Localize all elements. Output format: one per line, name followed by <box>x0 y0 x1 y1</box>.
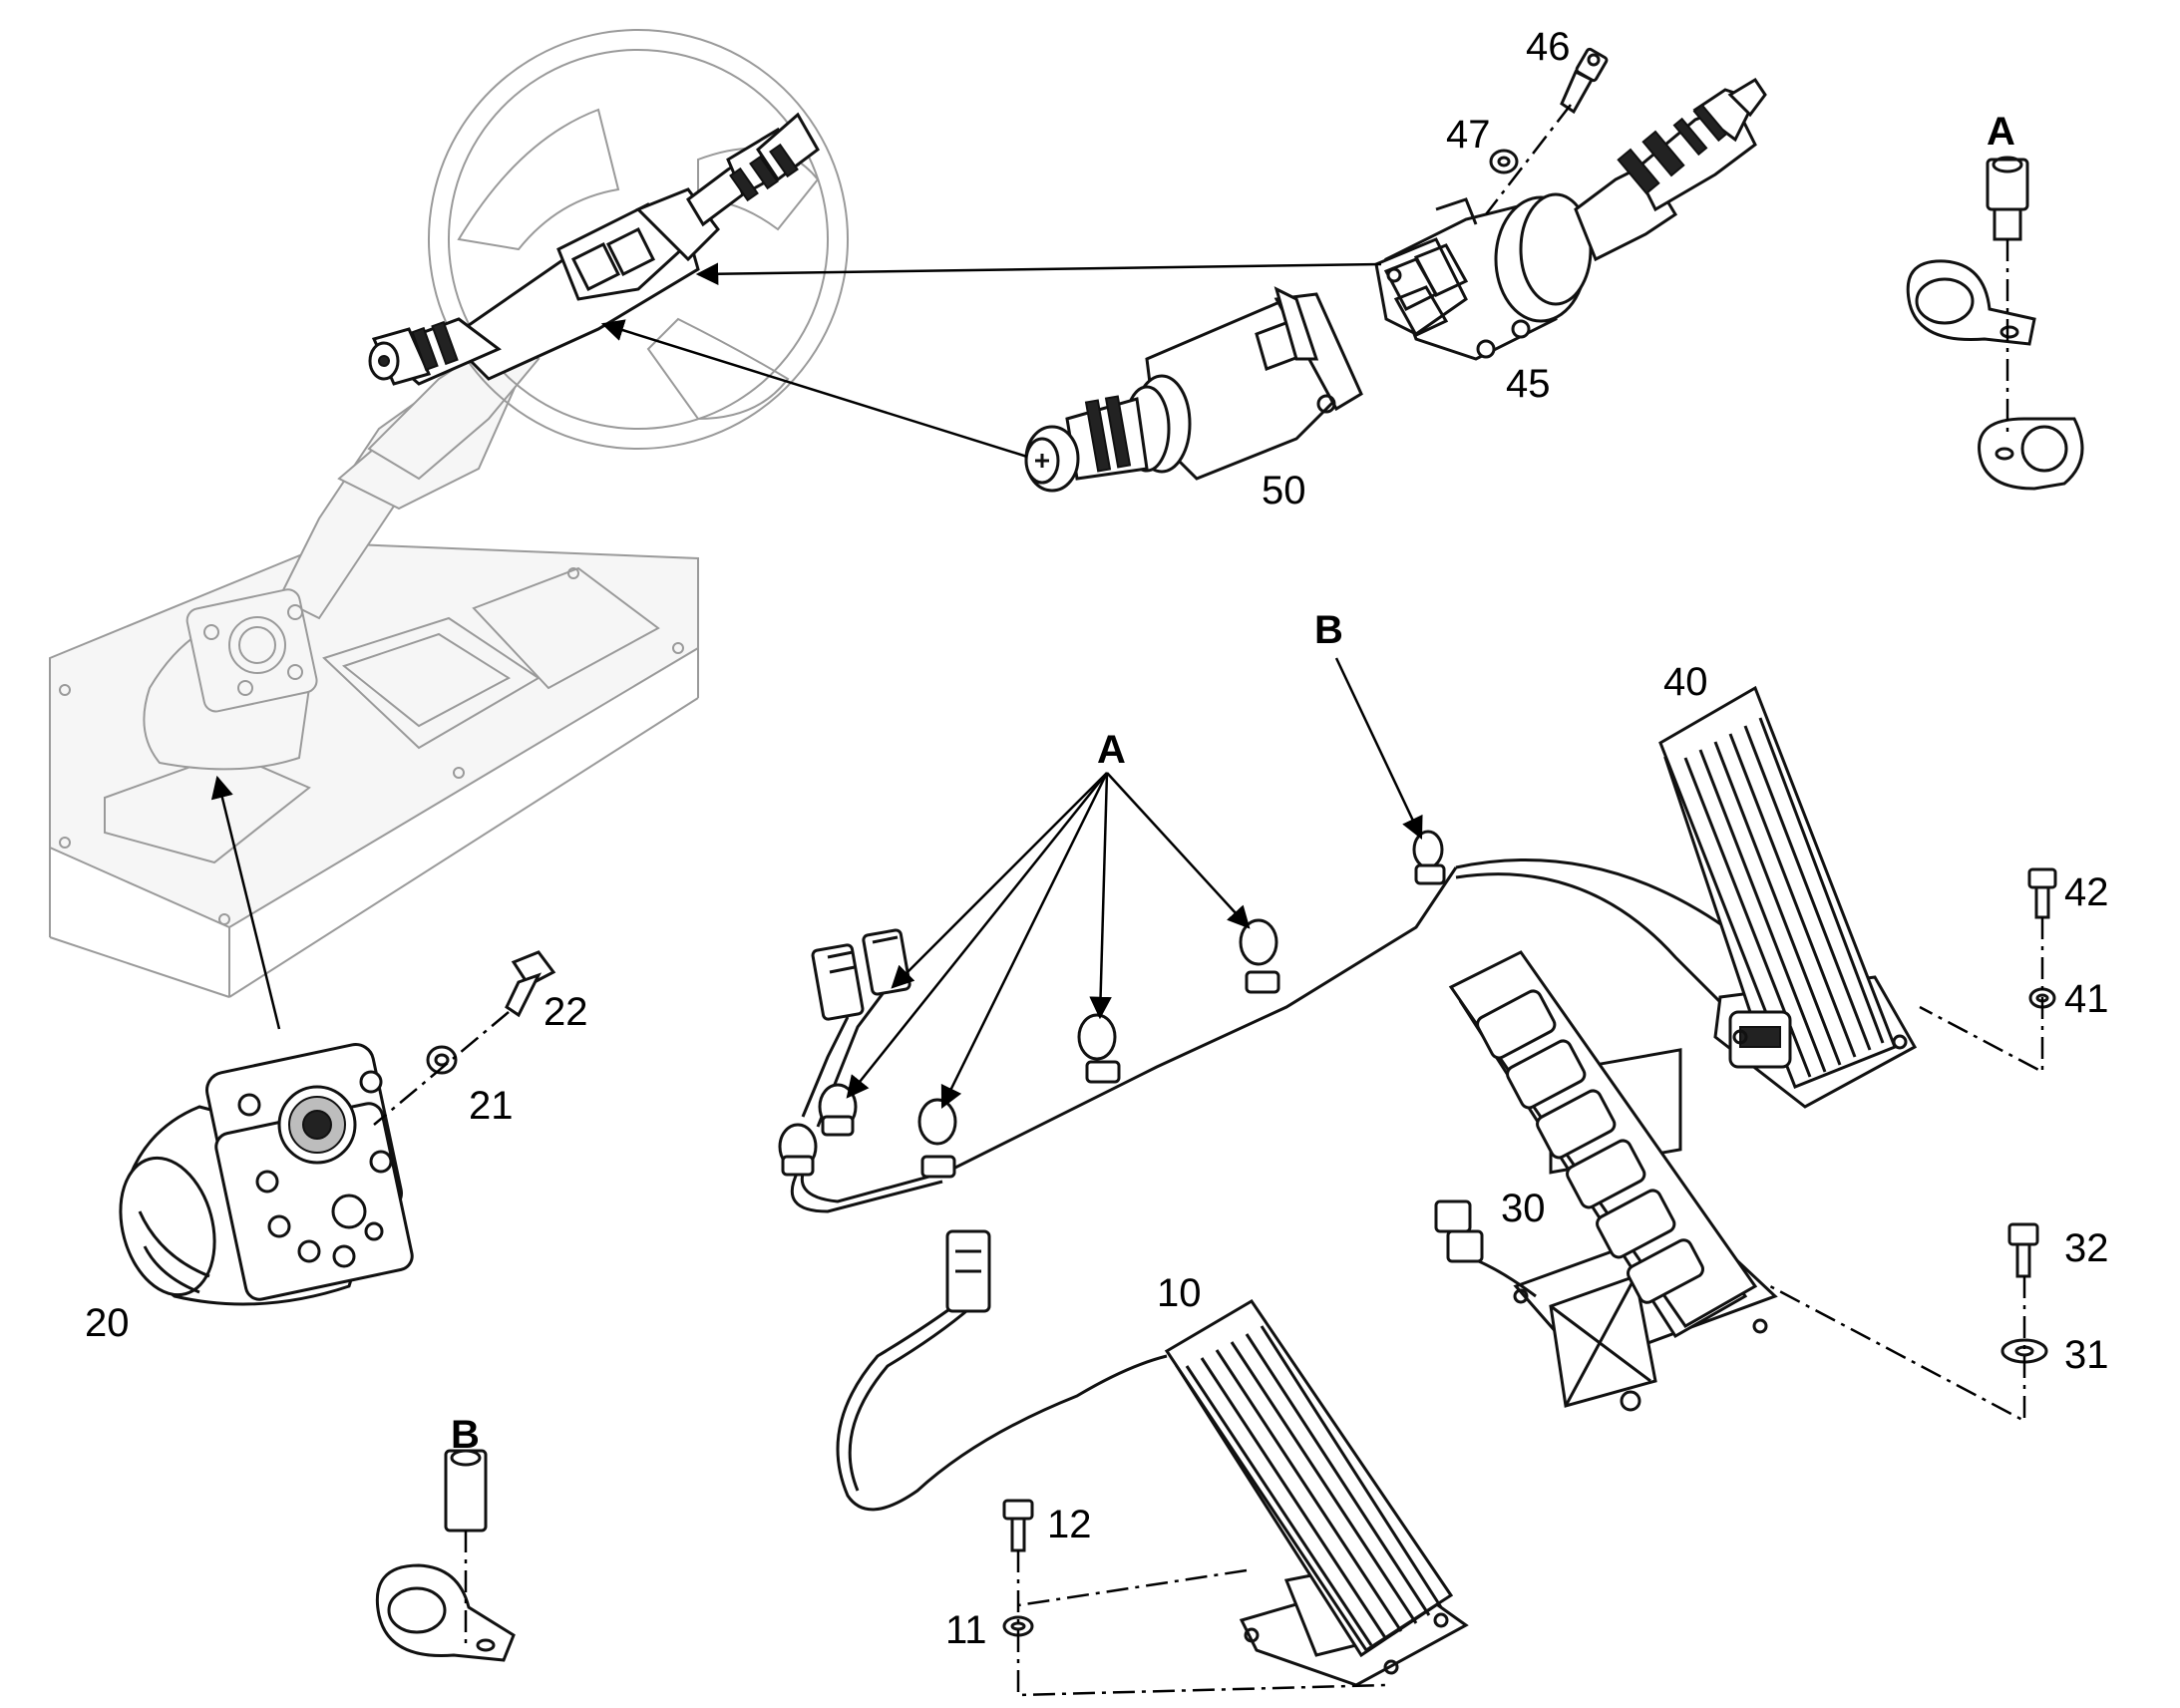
detail-b-clip <box>375 1449 516 1662</box>
dash-12-10 <box>1016 1550 1387 1697</box>
label-22: 22 <box>544 990 588 1034</box>
dash-46-switch <box>1485 104 1572 215</box>
bolt-22 <box>505 950 556 1018</box>
dash-32-30 <box>1769 1276 2026 1424</box>
label-detail-b-bottom: B <box>451 1413 480 1457</box>
harness-a-leaders <box>846 772 1251 1110</box>
accelerator-pedal-40 <box>1658 685 1918 1109</box>
label-45: 45 <box>1506 362 1551 406</box>
label-50: 50 <box>1262 469 1306 512</box>
label-10: 10 <box>1157 1271 1202 1315</box>
label-40: 40 <box>1663 660 1708 704</box>
label-12: 12 <box>1047 1503 1092 1546</box>
combination-switch-45 <box>1374 77 1767 361</box>
bolt-12 <box>1002 1499 1034 1552</box>
screw-46 <box>1560 47 1609 115</box>
label-20: 20 <box>85 1301 130 1345</box>
arrow-45-to-column <box>695 262 1382 285</box>
steering-orbital-unit-20 <box>119 1043 414 1306</box>
bolt-42 <box>2027 867 2057 919</box>
callout-labels: 46 47 45 50 A B 40 A 42 41 22 21 30 32 2… <box>85 25 2109 1652</box>
dash-22-20 <box>373 1011 510 1126</box>
label-32: 32 <box>2064 1226 2109 1270</box>
label-detail-a-top: A <box>1987 110 2015 154</box>
brake-pedal-30 <box>1434 950 1778 1412</box>
label-47: 47 <box>1446 113 1491 157</box>
label-detail-a-harness: A <box>1097 728 1126 772</box>
label-11: 11 <box>945 1608 987 1652</box>
label-21: 21 <box>469 1084 514 1128</box>
detail-a-clip <box>1906 156 2084 491</box>
dash-42-40 <box>1919 917 2044 1075</box>
steering-console-assembly <box>49 29 849 998</box>
wire-harness <box>778 830 1767 1213</box>
combination-switch-50 <box>1024 286 1363 493</box>
label-41: 41 <box>2064 977 2109 1021</box>
washer-21 <box>426 1045 458 1075</box>
label-31: 31 <box>2064 1333 2109 1377</box>
arrow-50-to-column <box>600 319 1028 459</box>
accelerator-pedal-10 <box>836 1229 1469 1687</box>
label-30: 30 <box>1501 1187 1546 1230</box>
washer-47 <box>1489 149 1519 174</box>
label-42: 42 <box>2064 870 2109 914</box>
label-46: 46 <box>1526 25 1571 69</box>
bolt-32 <box>2007 1222 2039 1278</box>
label-detail-b-harness: B <box>1314 608 1343 652</box>
installed-switches <box>368 112 820 386</box>
harness-b-leader <box>1334 657 1423 841</box>
arrow-20-to-console <box>210 775 281 1030</box>
